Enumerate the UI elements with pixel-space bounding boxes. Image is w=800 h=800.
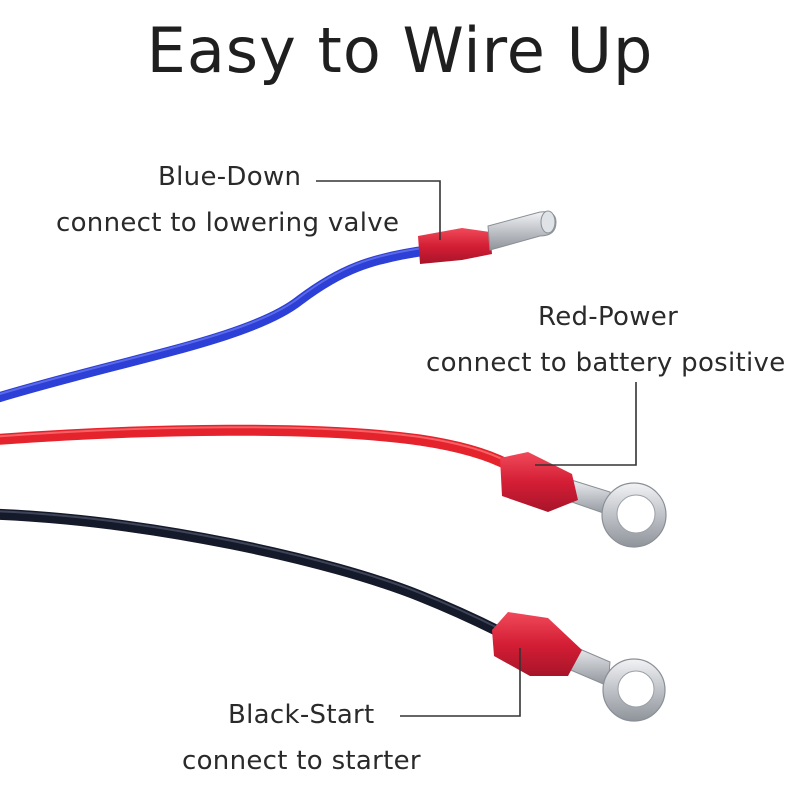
blue-wire-title: Blue-Down (158, 162, 302, 192)
red-ring-terminal-icon (500, 452, 667, 548)
red-wire-title: Red-Power (538, 302, 679, 332)
blue-wire-description: connect to lowering valve (56, 208, 400, 238)
red-wire (0, 424, 516, 472)
black-ring-terminal-icon (492, 612, 666, 722)
page-title: Easy to Wire Up (146, 14, 654, 87)
black-leader-line (400, 648, 521, 717)
red-leader-line (535, 382, 637, 466)
red-wire-description: connect to battery positive (426, 348, 786, 378)
black-wire-description: connect to starter (182, 746, 421, 776)
bullet-connector-icon (418, 210, 557, 264)
black-wire (0, 508, 506, 638)
blue-wire (0, 245, 435, 403)
black-wire-title: Black-Start (228, 700, 375, 730)
blue-leader-line (316, 180, 441, 240)
leader-lines (316, 180, 637, 717)
